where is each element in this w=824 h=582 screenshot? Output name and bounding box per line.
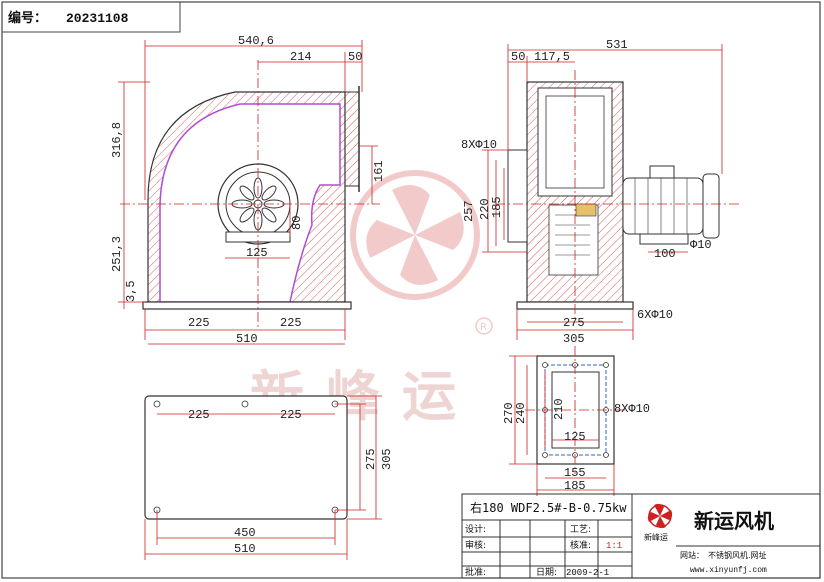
- title-row2-l1: 批准:: [465, 566, 486, 578]
- brand-logo: [647, 503, 673, 529]
- dim-front-9: 225: [188, 316, 210, 330]
- website-label: 网站：: [680, 550, 704, 560]
- front-base: [142, 301, 352, 310]
- dim-side-2: 117,5: [534, 50, 570, 64]
- dim-side-6: 185: [490, 196, 504, 218]
- front-view: [120, 60, 380, 330]
- dim-base-3: 305: [380, 448, 394, 470]
- dim-front-5: 251,3: [110, 236, 124, 272]
- dim-base-4: 450: [234, 526, 256, 540]
- dim-front-10: 225: [280, 316, 302, 330]
- drawing-number-value: 20231108: [66, 11, 129, 26]
- website-text: 不锈钢风机.网址: [708, 550, 767, 560]
- dim-base-5: 510: [234, 542, 256, 556]
- dim-base-0: 225: [188, 408, 210, 422]
- dim-front-7: 125: [246, 246, 268, 260]
- dim-side-5: 220: [478, 198, 492, 220]
- title-row1-v2: 1:1: [606, 541, 622, 551]
- dim-front-6: 3,5: [124, 280, 138, 302]
- dim-flange-1: 240: [514, 402, 528, 424]
- dim-base-2: 275: [364, 448, 378, 470]
- flange-dims: [509, 355, 615, 496]
- dim-front-2: 50: [348, 50, 362, 64]
- header-box: [1, 1, 181, 33]
- drawing-number-label: 编号：: [8, 10, 47, 26]
- dim-flange-4: 125: [564, 430, 586, 444]
- dim-front-11: 510: [236, 332, 258, 346]
- title-row1-l2: 核准:: [570, 539, 591, 551]
- title-row0-l2: 工艺:: [570, 524, 591, 535]
- motor: [622, 165, 720, 245]
- dim-front-1: 214: [290, 50, 312, 64]
- dim-side-10: 6XΦ10: [637, 308, 673, 322]
- dim-flange-6: 185: [564, 479, 586, 493]
- brand-name: 新运风机: [694, 509, 774, 533]
- dim-front-3: 316,8: [110, 122, 124, 158]
- dim-side-0: 531: [606, 38, 628, 52]
- flange-view: [525, 346, 625, 474]
- title-block: [461, 493, 821, 579]
- side-view: [495, 70, 740, 320]
- website-url: www.xinyunfj.com: [690, 566, 767, 575]
- side-dims: [482, 44, 723, 340]
- title-row1-l1: 审核:: [465, 539, 486, 551]
- title-row2-v2: 2009-2-1: [566, 568, 609, 578]
- dim-side-1: 50: [511, 50, 525, 64]
- dim-flange-3: 8XΦ10: [614, 402, 650, 416]
- watermark-logo: R: [350, 170, 493, 335]
- svg-text:R: R: [480, 322, 487, 333]
- dim-side-8: Φ10: [690, 238, 712, 252]
- dim-flange-5: 155: [564, 466, 586, 480]
- dim-side-4: 257: [462, 200, 476, 222]
- dim-side-7: 100: [654, 247, 676, 261]
- base-dims: [144, 395, 382, 560]
- dim-flange-0: 270: [502, 402, 516, 424]
- dim-side-9: 275: [563, 316, 585, 330]
- side-inlet: [507, 149, 528, 243]
- dim-front-4: 161: [372, 160, 386, 182]
- logo-caption: 新峰运: [644, 532, 668, 542]
- dim-flange-2: 210: [552, 398, 566, 420]
- dim-side-11: 305: [563, 332, 585, 346]
- title-model: 右180 WDF2.5#-B-0.75kw: [470, 500, 627, 515]
- dim-front-8: 80: [290, 216, 304, 230]
- dim-front-0: 540,6: [238, 34, 274, 48]
- dim-base-1: 225: [280, 408, 302, 422]
- front-dims: [118, 40, 378, 345]
- title-row0-l1: 设计:: [465, 523, 486, 535]
- title-row2-l2: 日期:: [536, 567, 557, 578]
- dim-side-3: 8XΦ10: [461, 138, 497, 152]
- base-plan-view: [144, 395, 348, 520]
- outlet-flange: [344, 91, 360, 187]
